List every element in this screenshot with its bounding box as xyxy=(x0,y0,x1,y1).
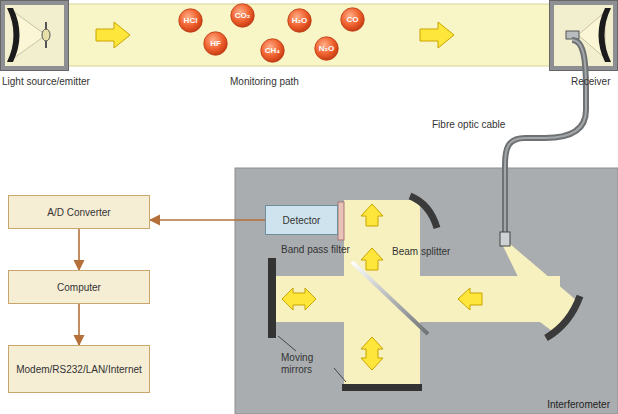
gas-formula: CO xyxy=(347,15,359,24)
signal-arrow xyxy=(150,219,265,221)
part-label: Light source/emitter xyxy=(2,76,90,88)
gas-molecule: HCl xyxy=(178,8,203,33)
box-label: Modem/RS232/LAN/Internet xyxy=(16,364,142,375)
gas-molecule: HF xyxy=(203,31,228,56)
gas-formula: HF xyxy=(210,39,221,48)
gas-formula: N₂O xyxy=(319,44,335,53)
beam-splitter xyxy=(352,262,428,334)
interferometer-panel xyxy=(235,168,618,414)
gas-molecule: CH₄ xyxy=(260,38,285,63)
monitoring-band xyxy=(66,4,550,66)
part-label: Monitoring path xyxy=(230,76,299,88)
part-label: Fibre optic cable xyxy=(432,119,505,131)
process-box: A/D Converter xyxy=(8,195,150,229)
box-label: Detector xyxy=(283,215,321,226)
moving-mirror xyxy=(268,258,276,338)
light-source-housing xyxy=(1,1,69,71)
gas-formula: HCl xyxy=(184,16,198,25)
fibre-connector xyxy=(500,232,510,246)
leader-line xyxy=(334,368,346,382)
fixed-mirror xyxy=(546,296,580,338)
gas-molecule: CO₂ xyxy=(230,3,255,28)
beam-arrow xyxy=(420,22,454,48)
moving-mirror xyxy=(342,384,422,391)
process-box: Modem/RS232/LAN/Internet xyxy=(8,345,150,393)
gas-formula: CO₂ xyxy=(235,11,251,20)
signal-arrow xyxy=(78,229,80,270)
part-label: Moving mirrors xyxy=(281,352,333,376)
leader-line xyxy=(278,336,296,351)
gas-molecule: H₂O xyxy=(287,8,312,33)
signal-arrow xyxy=(78,304,80,345)
box-label: A/D Converter xyxy=(47,207,110,218)
gas-molecule: N₂O xyxy=(314,36,339,61)
beam-arrow xyxy=(96,22,130,48)
gas-formula: H₂O xyxy=(292,16,308,25)
interferometer-region: Interferometer Detector xyxy=(235,168,618,414)
region-label: Interferometer xyxy=(547,399,610,410)
fibre-cable-core xyxy=(505,40,586,234)
fixed-mirror xyxy=(410,196,437,228)
band-pass-filter xyxy=(338,202,344,240)
part-label: Receiver xyxy=(571,76,610,88)
fibre-cable xyxy=(505,40,586,234)
part-label: Band pass filter xyxy=(281,244,350,256)
detector-box: Detector xyxy=(265,205,338,235)
gas-molecule: CO xyxy=(340,7,365,32)
process-box: Computer xyxy=(8,270,150,304)
part-label: Beam splitter xyxy=(392,246,450,258)
gas-formula: CH₄ xyxy=(265,46,280,55)
box-label: Computer xyxy=(57,282,101,293)
